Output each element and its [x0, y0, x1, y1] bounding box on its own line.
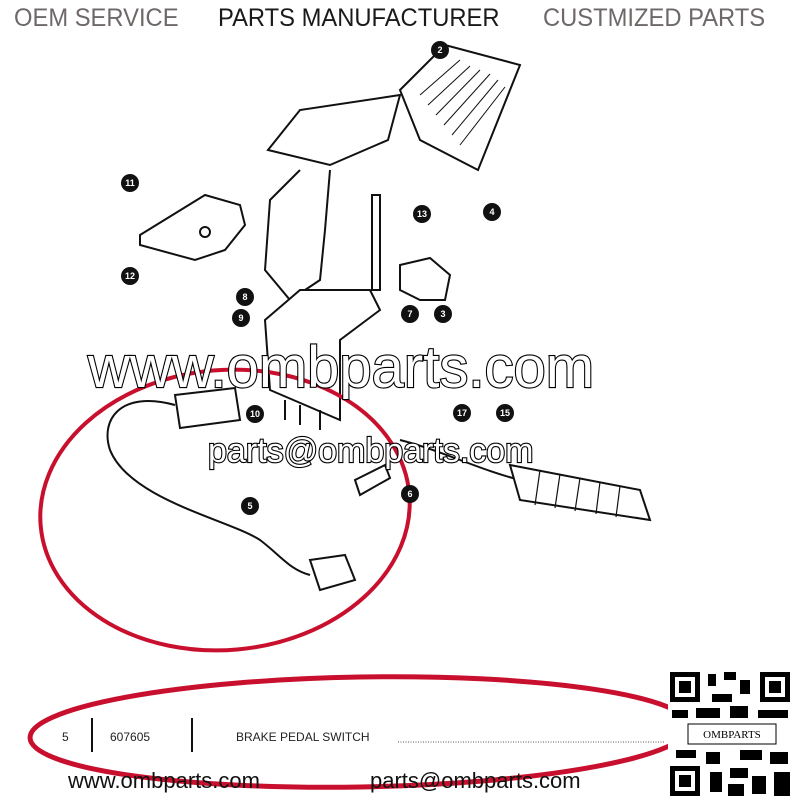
- wire-connector: [308, 553, 357, 592]
- svg-text:2: 2: [437, 45, 442, 55]
- pad-ribs: [419, 59, 506, 146]
- bracket: [139, 193, 247, 262]
- svg-text:9: 9: [238, 313, 243, 323]
- clevis-pin: [353, 463, 392, 497]
- svg-text:8: 8: [242, 292, 247, 302]
- svg-text:3: 3: [440, 309, 445, 319]
- pedal-arm: [263, 169, 331, 302]
- brake-switch: [173, 386, 242, 430]
- callout-3: 3: [434, 305, 452, 323]
- qr-label: OMBPARTS: [703, 729, 761, 741]
- callout-2: 2: [431, 41, 449, 59]
- pivot-bushing: [399, 256, 452, 301]
- svg-text:13: 13: [417, 209, 427, 219]
- callouts: 2 11 13 4 12 8 3 7 9 10 17 15 6 5: [121, 41, 514, 515]
- svg-text:12: 12: [125, 271, 135, 281]
- svg-text:4: 4: [489, 207, 494, 217]
- callout-8: 8: [236, 288, 254, 306]
- callout-5: 5: [241, 497, 259, 515]
- callout-13: 13: [413, 205, 431, 223]
- callout-15: 15: [496, 404, 514, 422]
- callout-4: 4: [483, 203, 501, 221]
- callout-9: 9: [232, 309, 250, 327]
- footer-website: www.ombparts.com: [68, 768, 260, 793]
- footer-email: parts@ombparts.com: [370, 768, 581, 793]
- svg-text:11: 11: [125, 178, 135, 188]
- qr-code: OMBPARTS: [668, 670, 792, 798]
- diagram-lines: [106, 43, 652, 592]
- row-item-number: 5: [62, 730, 69, 744]
- pedal-plate: [266, 93, 402, 167]
- switch-wire: [106, 400, 311, 576]
- watermark-website: www.ombparts.com: [87, 335, 594, 400]
- switch-block: [263, 289, 382, 422]
- callout-10: 10: [246, 405, 264, 423]
- svg-text:7: 7: [407, 309, 412, 319]
- header-customized-parts: CUSTMIZED PARTS: [543, 4, 766, 32]
- callout-12: 12: [121, 267, 139, 285]
- header-oem-service: OEM SERVICE: [14, 4, 179, 32]
- callout-6: 6: [401, 485, 419, 503]
- row-part-number: 607605: [110, 730, 151, 744]
- svg-text:10: 10: [250, 409, 260, 419]
- svg-text:15: 15: [500, 408, 510, 418]
- callout-11: 11: [121, 174, 139, 192]
- row-description: BRAKE PEDAL SWITCH: [236, 730, 370, 744]
- svg-text:17: 17: [457, 408, 467, 418]
- svg-text:6: 6: [407, 489, 412, 499]
- svg-text:5: 5: [247, 501, 252, 511]
- watermark-email: parts@ombparts.com: [208, 432, 534, 470]
- header-parts-manufacturer: PARTS MANUFACTURER: [218, 4, 500, 32]
- callout-7: 7: [401, 305, 419, 323]
- long-bolt: [371, 194, 381, 291]
- callout-17: 17: [453, 404, 471, 422]
- rubber-boot: [508, 463, 652, 522]
